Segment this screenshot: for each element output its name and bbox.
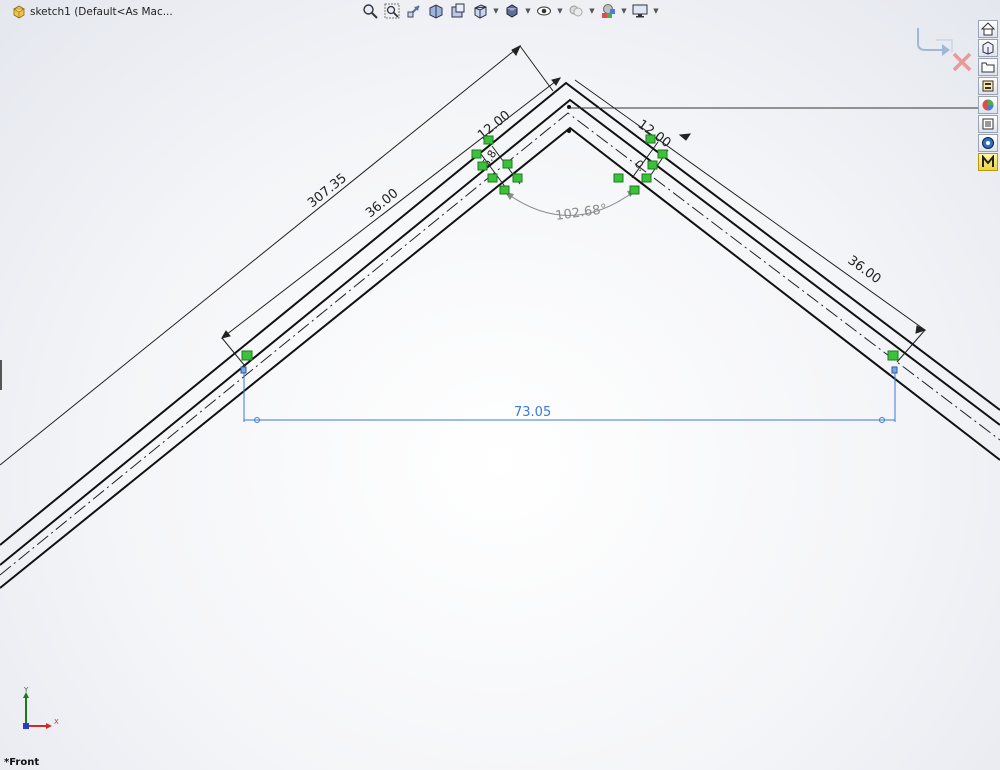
relation-marker[interactable] <box>471 149 482 159</box>
inner-profile-line[interactable] <box>0 126 1000 589</box>
triad-x-label: X <box>54 718 59 726</box>
relation-marker[interactable] <box>641 173 652 183</box>
mysolidworks-icon[interactable] <box>978 153 998 171</box>
chevron-down-icon[interactable]: ▼ <box>589 7 595 15</box>
dimension-overall-length-value[interactable]: 307.35 <box>305 171 350 211</box>
dimension-angle-value[interactable]: 102.68° <box>554 202 608 224</box>
display-style-icon[interactable] <box>502 1 522 21</box>
file-explorer-icon[interactable] <box>978 58 998 76</box>
view-orientation-icon[interactable] <box>470 1 490 21</box>
relation-marker[interactable] <box>487 173 498 183</box>
chevron-down-icon[interactable]: ▼ <box>557 7 563 15</box>
relation-marker[interactable] <box>645 134 656 144</box>
sketch-point[interactable] <box>567 105 571 109</box>
solidworks-resources-icon[interactable] <box>978 134 998 152</box>
chevron-down-icon[interactable]: ▼ <box>653 7 659 15</box>
custom-properties-icon[interactable] <box>978 115 998 133</box>
relation-marker[interactable] <box>613 173 624 183</box>
hide-show-items-icon[interactable] <box>534 1 554 21</box>
zoom-to-area-icon[interactable] <box>382 1 402 21</box>
dimension-left-length-value[interactable]: 36.00 <box>363 186 401 221</box>
chevron-down-icon[interactable]: ▼ <box>525 7 531 15</box>
dimension-left-length[interactable] <box>220 77 562 367</box>
relation-marker[interactable] <box>483 135 494 145</box>
outer-profile-line[interactable] <box>0 81 1000 546</box>
relation-marker[interactable] <box>647 160 658 170</box>
apply-scene-icon[interactable] <box>598 1 618 21</box>
dimension-left-thickness-value[interactable]: 12.00 <box>475 108 513 143</box>
dimension-span-value[interactable]: 73.05 <box>514 405 551 420</box>
view-orientation-label: *Front <box>4 757 40 768</box>
edit-appearance-icon[interactable] <box>566 1 586 21</box>
triad-y-label: Y <box>23 686 29 694</box>
view-palette-icon[interactable] <box>978 77 998 95</box>
dimension-overall-length[interactable] <box>0 44 554 466</box>
heads-up-view-toolbar: ▼ ▼ ▼ ▼ ▼ ▼ <box>360 0 660 22</box>
dimension-angle-arc[interactable] <box>504 189 637 216</box>
task-pane-tabs <box>978 20 1000 171</box>
dimension-right-thickness-value[interactable]: 12.00 <box>635 117 674 151</box>
document-title[interactable]: sketch1 (Default<As Mac... <box>12 4 173 20</box>
relation-marker[interactable] <box>887 350 899 361</box>
section-view-icon[interactable] <box>426 1 446 21</box>
part-document-icon <box>12 5 26 19</box>
dimension-right-length-value[interactable]: 36.00 <box>845 253 884 287</box>
document-title-text: sketch1 (Default<As Mac... <box>30 6 173 18</box>
dimension-right-length[interactable] <box>574 79 927 363</box>
sketch-point-right[interactable] <box>891 366 898 374</box>
appearances-icon[interactable] <box>978 96 998 114</box>
zoom-to-fit-icon[interactable] <box>360 1 380 21</box>
middle-profile-line[interactable] <box>0 98 1000 566</box>
confirmation-corner <box>912 22 978 74</box>
sketch-point[interactable] <box>567 129 571 133</box>
construction-centerline[interactable] <box>0 112 1000 576</box>
cancel-sketch-icon[interactable] <box>952 52 972 72</box>
sketch-profile[interactable] <box>0 81 1000 589</box>
chevron-down-icon[interactable]: ▼ <box>493 7 499 15</box>
relation-markers[interactable] <box>241 134 899 361</box>
relation-marker[interactable] <box>629 185 640 195</box>
relation-marker[interactable] <box>512 173 523 183</box>
chevron-down-icon[interactable]: ▼ <box>621 7 627 15</box>
previous-view-icon[interactable] <box>404 1 424 21</box>
view-settings-icon[interactable] <box>630 1 650 21</box>
dimension-span[interactable] <box>243 372 896 423</box>
sketch-point-left[interactable] <box>240 366 247 374</box>
home-icon[interactable] <box>978 20 998 38</box>
relation-marker[interactable] <box>477 161 488 171</box>
relation-marker[interactable] <box>502 159 513 169</box>
relation-marker[interactable] <box>657 149 668 159</box>
design-library-icon[interactable] <box>978 39 998 57</box>
reference-triad: Y X <box>14 686 64 732</box>
exit-sketch-icon[interactable] <box>917 28 953 56</box>
relation-marker[interactable] <box>241 350 253 361</box>
splitter-handle[interactable] <box>0 360 2 390</box>
dynamic-annotation-icon[interactable] <box>448 1 468 21</box>
relation-marker[interactable] <box>499 185 510 195</box>
